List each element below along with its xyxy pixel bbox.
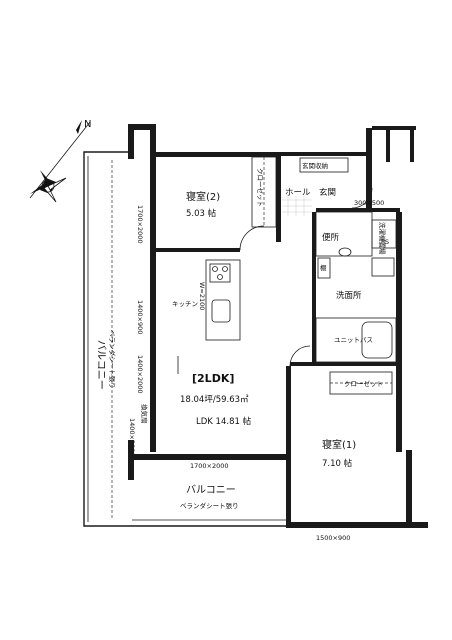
door-swing-entrance [351, 187, 373, 209]
closet-vertical-label: クローゼット [256, 168, 265, 207]
toilet-label: 便所 [322, 232, 340, 243]
hall-floor-tiles [282, 196, 312, 216]
ps-label: PS [381, 238, 389, 246]
compass-north-label: N [84, 119, 91, 130]
closet2-label: クローゼット [344, 379, 383, 388]
vent-label: 換気扇 [140, 404, 149, 424]
dim-1400x2000: 1400×2000 [136, 355, 144, 394]
wall-dim-label: W=2100 [198, 282, 206, 310]
balcony-left-rail [83, 151, 132, 527]
bedroom2-name: 寝室(2) [186, 190, 220, 203]
wall-right-stub [410, 126, 414, 162]
wall-ldk-left [150, 252, 156, 452]
shelf-box [317, 257, 331, 279]
wet-area: 便所 洗濯機置場 PS 棚 洗面所 ユニットバス [315, 211, 397, 363]
door-swing-bedroom2 [239, 225, 265, 251]
bedroom2-size: 5.03 帖 [186, 208, 217, 219]
wall-entrance-right [366, 128, 372, 212]
wall-bath-left [312, 212, 316, 362]
pipe-dim-label: 300×500 [354, 199, 384, 207]
wall-entrance-bottom [316, 208, 400, 212]
washbasin-icon [371, 257, 395, 277]
wall-bedroom2-right [276, 152, 281, 242]
balcony-bottom-name: バルコニー [186, 484, 236, 496]
ldk-size: LDK 14.81 帖 [196, 416, 252, 427]
compass-point-north [40, 170, 52, 186]
sink-icon [211, 299, 231, 323]
wall-bedroom1-left [286, 366, 291, 526]
wall-ldk-bottom [128, 454, 288, 460]
balcony-left-name: バルコニー [95, 340, 107, 390]
dim-1400x900: 1400×900 [136, 300, 144, 334]
wash-machine-box [371, 219, 397, 249]
compass-point-south [43, 185, 57, 203]
wall-top-bedroom2 [150, 152, 280, 157]
wall-left-top [128, 124, 134, 159]
compass-point-west [30, 182, 48, 194]
exterior-walls [128, 124, 428, 528]
shelf-label: 棚 [320, 263, 327, 272]
kitchen-counter [205, 259, 241, 341]
compass-arrow-icon [76, 120, 82, 134]
bedroom-1: クローゼット 寝室(1) 7.10 帖 1500×900 [316, 371, 393, 542]
area-total: 18.04坪/59.63㎡ [180, 395, 249, 405]
unit-bath-room [315, 317, 397, 363]
wall-bedroom2-bottom [150, 248, 240, 252]
compass-north-line [29, 121, 91, 199]
wall-right-bottom [406, 450, 412, 526]
unit-bath-label: ユニットバス [334, 336, 373, 344]
compass: N [29, 119, 91, 203]
storage-box [299, 157, 349, 173]
dim-1700x2000-bottom: 1700×2000 [190, 462, 229, 470]
bedroom1-size: 7.10 帖 [322, 458, 353, 469]
dim-1700x2000-left: 1700×2000 [136, 205, 144, 244]
burner-icon [217, 274, 223, 280]
wash-machine-label: 洗濯機置場 [378, 222, 387, 255]
ldk: キッチン W=2100 [2LDK] 18.04坪/59.63㎡ LDK 14.… [172, 259, 311, 427]
dim-1500x900: 1500×900 [316, 534, 350, 542]
balcony-left-sub: ベランダシート張り [108, 330, 117, 389]
washroom-label: 洗面所 [336, 290, 362, 301]
wall-right [396, 212, 402, 452]
door-swing-washroom [289, 345, 311, 367]
wall-top-entrance [280, 152, 372, 156]
burner-icon [212, 266, 218, 272]
entrance-area: 玄関収納 ホール 玄関 300×500 [282, 157, 384, 216]
wall-bedroom1-top [290, 362, 400, 366]
wall-top-right-stub [372, 126, 416, 130]
balcony-left: バルコニー ベランダシート張り 1700×2000 1400×900 1400×… [83, 151, 149, 527]
burner-icon [222, 266, 228, 272]
hall-entrance-label: ホール 玄関 [285, 187, 336, 198]
wall-right-stub-2 [386, 126, 390, 162]
dim-1400x2000-b: 1400×2000 [128, 418, 136, 457]
toilet-icon [338, 247, 352, 257]
wall-inner-left [150, 124, 156, 250]
bedroom-2: クローゼット 寝室(2) 5.03 帖 [186, 156, 277, 251]
storage-label: 玄関収納 [302, 161, 328, 170]
bedroom1-name: 寝室(1) [322, 438, 356, 451]
bathtub-icon [361, 321, 393, 359]
compass-ring [41, 179, 55, 193]
balcony-bottom: 1700×2000 バルコニー ベランダシート張り [132, 462, 290, 527]
kitchen-label: キッチン [172, 300, 198, 308]
wall-bottom-right [286, 522, 428, 528]
balcony-bottom-sub: ベランダシート張り [180, 501, 239, 510]
wall-top-left [128, 124, 156, 130]
ldk-title: [2LDK] [192, 372, 234, 385]
stove-icon [209, 263, 231, 283]
